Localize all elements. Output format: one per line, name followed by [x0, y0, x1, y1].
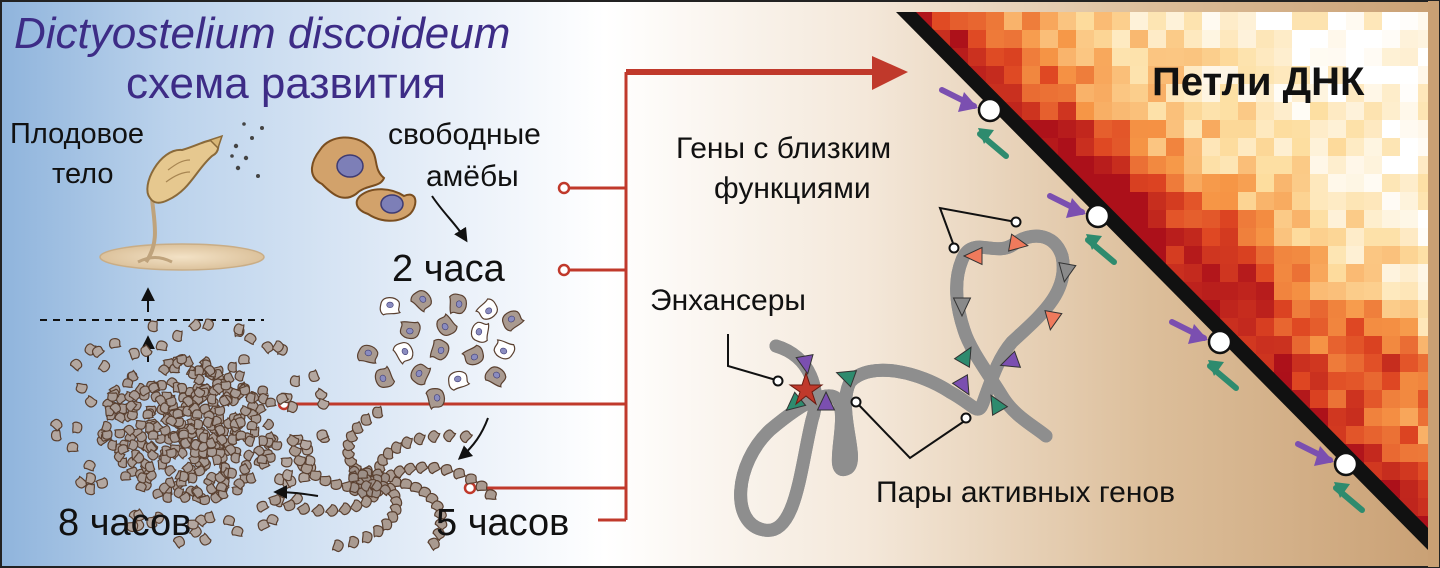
streaming-illustration: [267, 405, 497, 553]
connector-node: [557, 181, 571, 195]
related-genes-label-2: функциями: [714, 172, 871, 205]
stage-connectors: [288, 69, 878, 522]
loop-anchors: [939, 87, 1365, 513]
enhancer-star-icon: [788, 371, 824, 406]
free-amoebae-illustration: [311, 136, 468, 243]
enhancers-label: Энхансеры: [650, 284, 806, 317]
gene-arrows: [785, 233, 1077, 417]
stage-8h-label: 8 часов: [58, 502, 192, 544]
mound-illustration: [50, 318, 331, 550]
dna-loops-label: Петли ДНК: [1152, 60, 1365, 104]
connector-node: [557, 263, 571, 277]
species-title: Dictyostelium discoideum: [14, 9, 511, 58]
fruiting-body-label: Плодовое: [10, 118, 144, 150]
fruiting-body-label-2: тело: [52, 158, 114, 190]
free-amoebae-label-2: амёбы: [426, 160, 519, 193]
stage-5h-label: 5 часов: [436, 502, 570, 544]
big-right-arrow-icon: [872, 56, 908, 90]
connector-node: [463, 481, 477, 495]
aggregating-cells-illustration: [356, 290, 525, 411]
stage-2h-label: 2 часа: [392, 248, 505, 290]
active-gene-pairs-label: Пары активных генов: [876, 476, 1176, 509]
subtitle: схема развития: [126, 59, 447, 108]
fruiting-body-illustration: [40, 122, 265, 362]
related-genes-label: Гены с близким: [676, 132, 892, 165]
free-amoebae-label: свободные: [388, 118, 541, 151]
chromatin-loop-illustration: [741, 236, 1064, 530]
